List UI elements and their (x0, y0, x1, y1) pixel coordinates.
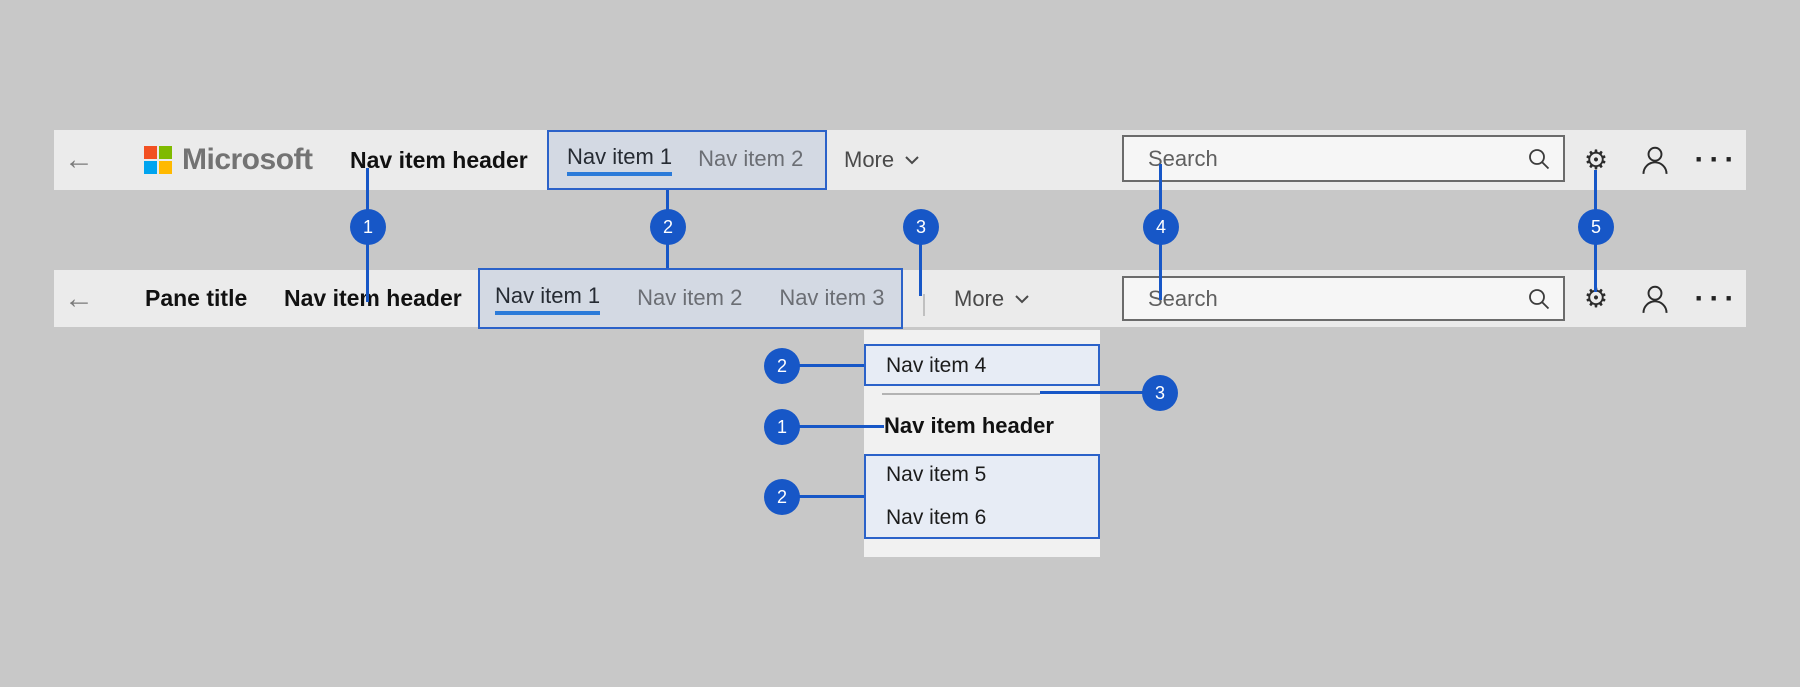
account-person-icon[interactable] (1637, 270, 1673, 327)
dropdown-callout-line-2a (798, 364, 864, 367)
pane-back-arrow-icon[interactable]: ← (64, 281, 94, 315)
more-dropdown-menu: Nav item 4 Nav item header Nav item 5 Na… (864, 330, 1100, 557)
account-person-icon[interactable] (1637, 130, 1673, 190)
more-options-ellipsis-icon[interactable]: ··· (1694, 143, 1740, 176)
top-search-input[interactable] (1146, 144, 1527, 173)
dropdown-callout-badge-3: 3 (1142, 375, 1178, 411)
pane-nav-item-header[interactable]: Nav item header (284, 285, 462, 311)
dropdown-nav-item-6[interactable]: Nav item 6 (886, 506, 987, 529)
dropdown-callout-line-2b (798, 495, 864, 498)
nav-more-divider (923, 294, 925, 316)
chevron-down-icon (1015, 294, 1029, 303)
dropdown-nav-item-4[interactable]: Nav item 4 (886, 354, 987, 377)
pane-nav-item-2[interactable]: Nav item 2 (637, 284, 743, 310)
pane-search-input[interactable] (1146, 284, 1527, 313)
top-nav-group-highlight: Nav item 1 Nav item 2 (547, 130, 827, 190)
dropdown-group-highlight (864, 454, 1100, 539)
top-nav-item-1[interactable]: Nav item 1 (567, 144, 673, 176)
dropdown-callout-badge-1: 1 (764, 409, 800, 445)
dropdown-divider (882, 393, 1040, 395)
person-icon (1642, 146, 1668, 174)
pane-search-box (1122, 276, 1565, 321)
dropdown-callout-badge-2b: 2 (764, 479, 800, 515)
pane-nav-item-3[interactable]: Nav item 3 (779, 284, 885, 310)
callout-badge-4: 4 (1143, 209, 1179, 245)
pane-title: Pane title (145, 285, 248, 311)
pane-nav-item-1[interactable]: Nav item 1 (495, 283, 601, 315)
callout-badge-1: 1 (350, 209, 386, 245)
more-options-ellipsis-icon[interactable]: ··· (1694, 281, 1740, 315)
callout-badge-2: 2 (650, 209, 686, 245)
callout-badge-3: 3 (903, 209, 939, 245)
pane-nav-group-highlight: Nav item 1 Nav item 2 Nav item 3 (478, 268, 903, 329)
dropdown-nav-item-5[interactable]: Nav item 5 (886, 463, 987, 486)
back-arrow-icon[interactable]: ← (64, 143, 94, 176)
dropdown-callout-line-3 (1040, 391, 1144, 394)
dropdown-callout-badge-2a: 2 (764, 348, 800, 384)
dropdown-nav-item-header: Nav item header (884, 413, 1054, 438)
top-header-bar: ← Microsoft Nav item header Nav item 1 N… (54, 130, 1746, 190)
microsoft-logo-icon (144, 146, 172, 174)
settings-gear-icon[interactable]: ⚙ (1583, 144, 1609, 175)
top-nav-item-header[interactable]: Nav item header (350, 146, 528, 173)
more-label: More (844, 147, 895, 172)
callout-badge-5: 5 (1578, 209, 1614, 245)
logo-square-green (159, 146, 172, 159)
top-search-box (1122, 135, 1565, 182)
pane-header-bar: ← Pane title Nav item header Nav item 1 … (54, 268, 1746, 329)
search-icon[interactable] (1527, 147, 1551, 171)
microsoft-logo-text: Microsoft (182, 143, 313, 176)
person-icon (1642, 285, 1668, 313)
search-icon[interactable] (1527, 287, 1551, 311)
chevron-down-icon (905, 156, 919, 165)
callout-line-3 (919, 240, 922, 296)
logo-square-red (144, 146, 157, 159)
top-nav-item-2[interactable]: Nav item 2 (698, 146, 804, 171)
pane-more-menu[interactable]: More (954, 270, 1030, 327)
logo-square-blue (144, 161, 157, 174)
dropdown-item-highlight (864, 344, 1100, 386)
more-label: More (954, 285, 1005, 311)
dropdown-callout-line-1 (798, 425, 884, 428)
logo-square-yellow (159, 161, 172, 174)
top-more-menu[interactable]: More (844, 130, 920, 190)
microsoft-logo[interactable]: Microsoft (144, 130, 313, 190)
